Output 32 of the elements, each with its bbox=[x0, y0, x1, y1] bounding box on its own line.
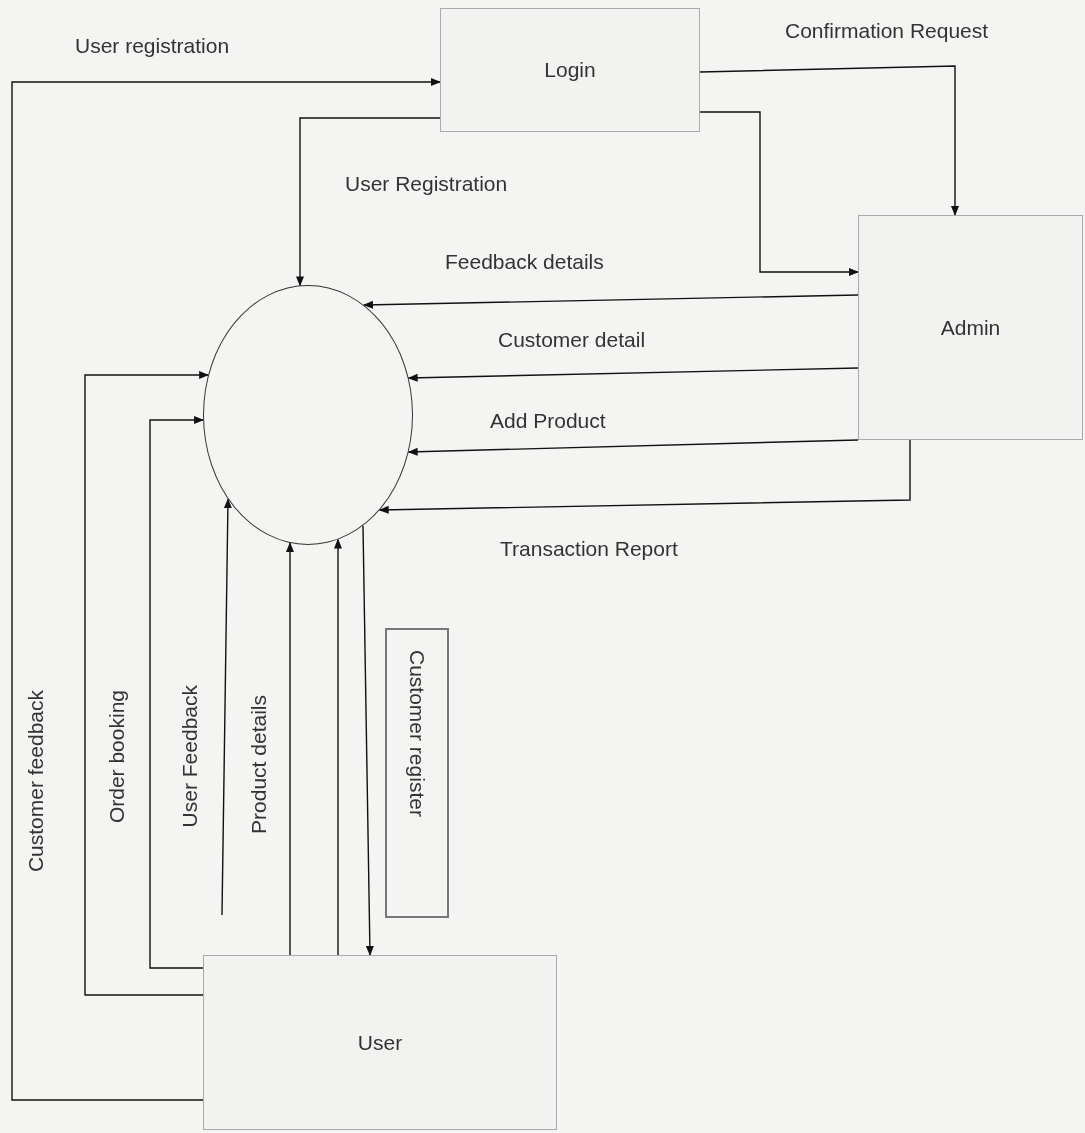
edge-label: Customer detail bbox=[498, 327, 646, 353]
edge-label: Customer feedback bbox=[23, 690, 48, 873]
edge-label: User Feedback bbox=[177, 685, 202, 828]
arrow bbox=[699, 111, 859, 276]
arrow bbox=[407, 367, 859, 382]
node-label: Admin bbox=[940, 314, 1001, 341]
arrow bbox=[699, 65, 959, 216]
node-label: User bbox=[357, 1029, 403, 1056]
node-label: Login bbox=[544, 57, 596, 84]
arrow bbox=[296, 117, 441, 287]
entity-box bbox=[203, 955, 557, 1130]
edge-label: Add Product bbox=[490, 408, 606, 434]
edge-label: Transaction Report bbox=[500, 536, 678, 562]
edge-label: User Registration bbox=[345, 171, 508, 197]
edge-label: Confirmation Request bbox=[785, 18, 989, 44]
arrow bbox=[286, 542, 294, 956]
edge-label: User registration bbox=[75, 33, 230, 59]
arrow bbox=[407, 439, 859, 456]
edge-label: Order booking bbox=[104, 690, 129, 824]
edge-label: Product details bbox=[246, 695, 271, 834]
arrow bbox=[362, 525, 374, 956]
entity-box bbox=[858, 215, 1083, 440]
edge-label: Feedback details bbox=[445, 249, 604, 275]
arrow bbox=[11, 78, 441, 1101]
arrow bbox=[149, 416, 205, 969]
arrow bbox=[362, 294, 859, 309]
arrow bbox=[84, 371, 210, 996]
entity-box bbox=[440, 8, 700, 132]
edge-label: Customer register bbox=[385, 628, 449, 918]
arrow bbox=[334, 538, 342, 956]
arrow bbox=[221, 498, 232, 916]
arrow bbox=[378, 439, 911, 514]
